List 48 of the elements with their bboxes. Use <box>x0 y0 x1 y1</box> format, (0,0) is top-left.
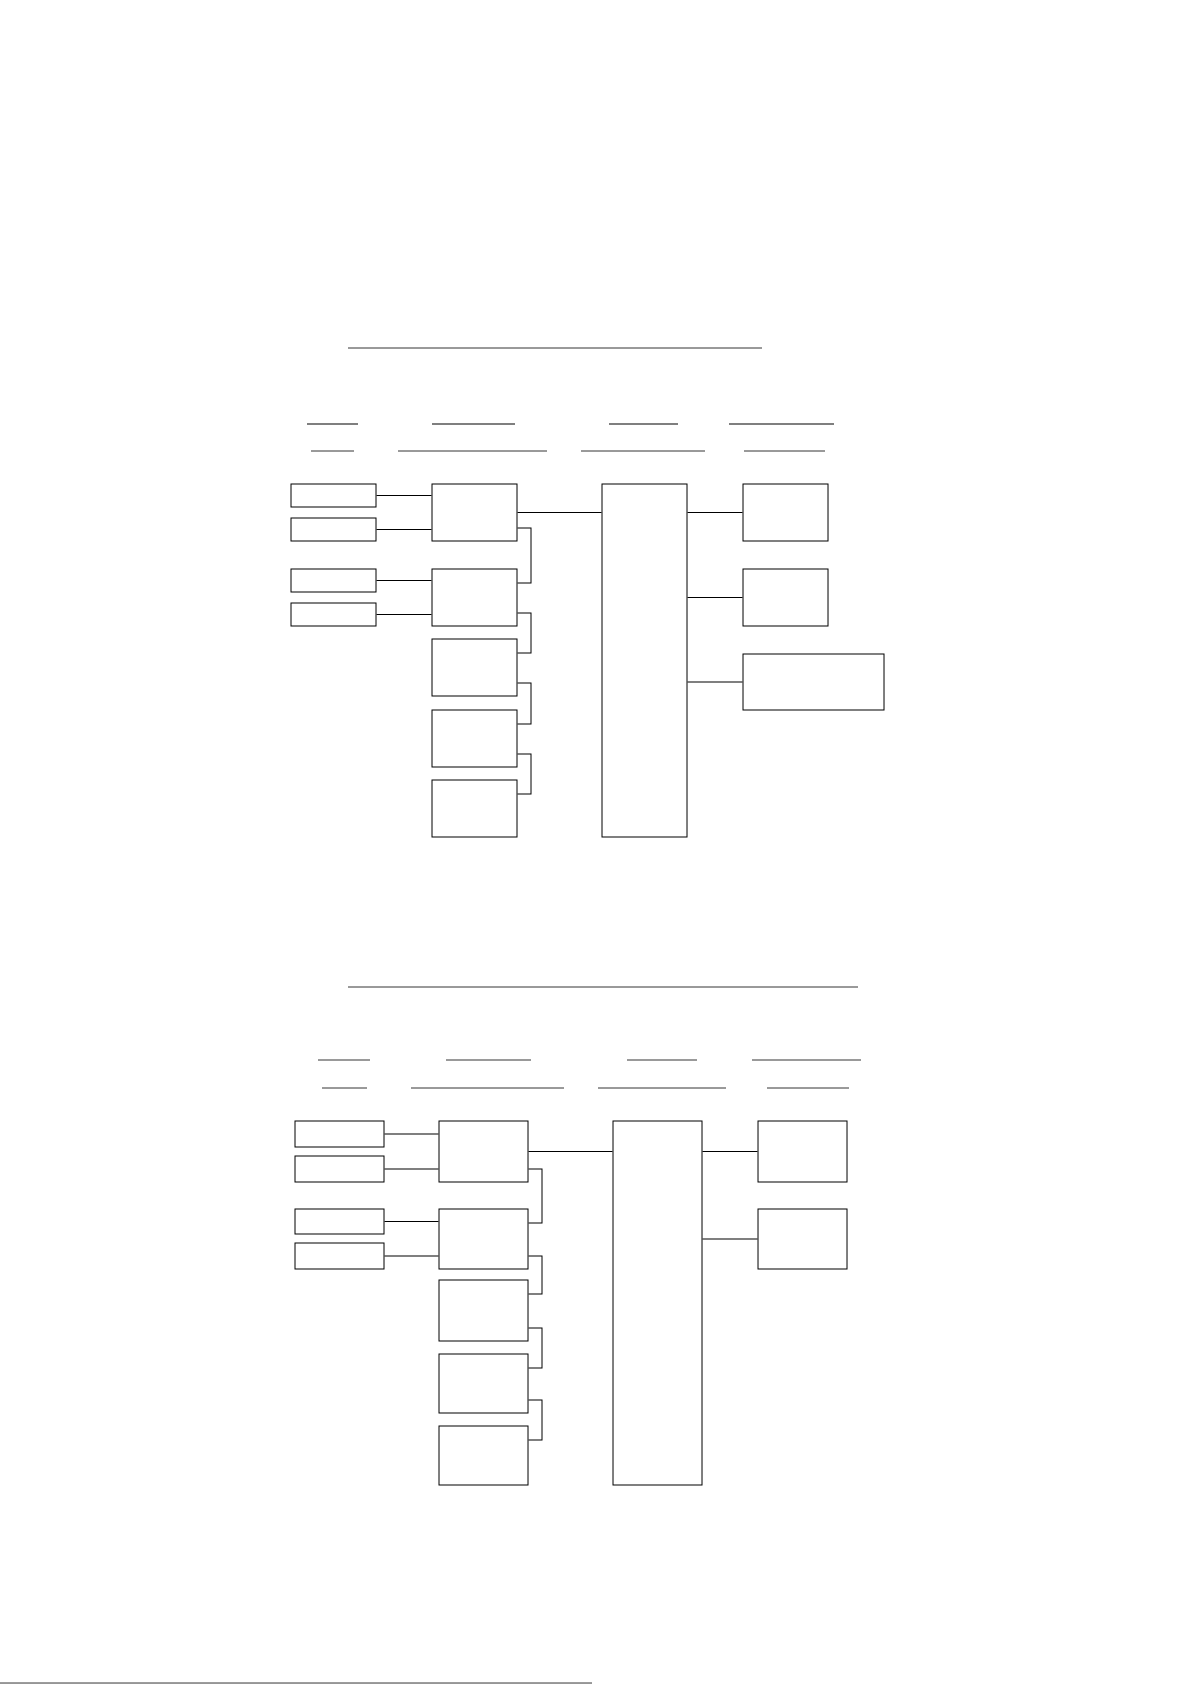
connector-line <box>376 529 432 530</box>
empty-box <box>294 1242 385 1270</box>
connector-line <box>517 527 532 584</box>
connector-line <box>702 1238 758 1240</box>
connector-line <box>517 682 532 725</box>
empty-box <box>294 1120 385 1148</box>
connector-line <box>528 1151 613 1152</box>
empty-box <box>431 779 518 838</box>
empty-box <box>431 568 518 627</box>
connector-line <box>517 512 602 513</box>
empty-box <box>742 483 829 542</box>
connector-line <box>376 614 432 615</box>
empty-box <box>742 568 829 627</box>
empty-box <box>431 483 518 542</box>
empty-box <box>290 602 377 627</box>
connector-line <box>384 1133 439 1135</box>
empty-box <box>742 653 885 711</box>
empty-box <box>290 517 377 542</box>
connector-line <box>528 1255 543 1295</box>
connector-line <box>517 612 532 654</box>
empty-box <box>294 1155 385 1183</box>
connector-line <box>376 495 432 496</box>
connector-line <box>384 1255 439 1257</box>
connector-line <box>528 1327 543 1369</box>
empty-box <box>431 638 518 697</box>
empty-box <box>290 568 377 593</box>
connector-line <box>376 580 432 581</box>
empty-box <box>757 1208 848 1270</box>
connector-line <box>687 597 743 598</box>
empty-box <box>438 1353 529 1414</box>
empty-box <box>438 1120 529 1183</box>
connector-line <box>702 1151 758 1152</box>
empty-box <box>601 483 688 838</box>
empty-box <box>757 1120 848 1183</box>
connector-line <box>528 1168 543 1224</box>
empty-box <box>438 1425 529 1486</box>
connector-line <box>687 681 743 683</box>
empty-box <box>438 1208 529 1270</box>
connector-line <box>517 753 532 795</box>
empty-box <box>612 1120 703 1486</box>
connector-line <box>384 1168 439 1170</box>
connector-line <box>687 512 743 513</box>
empty-box <box>294 1208 385 1235</box>
connector-line <box>528 1399 543 1441</box>
connector-line <box>384 1221 439 1222</box>
empty-box <box>431 709 518 768</box>
empty-box <box>290 483 377 508</box>
empty-box <box>438 1279 529 1342</box>
